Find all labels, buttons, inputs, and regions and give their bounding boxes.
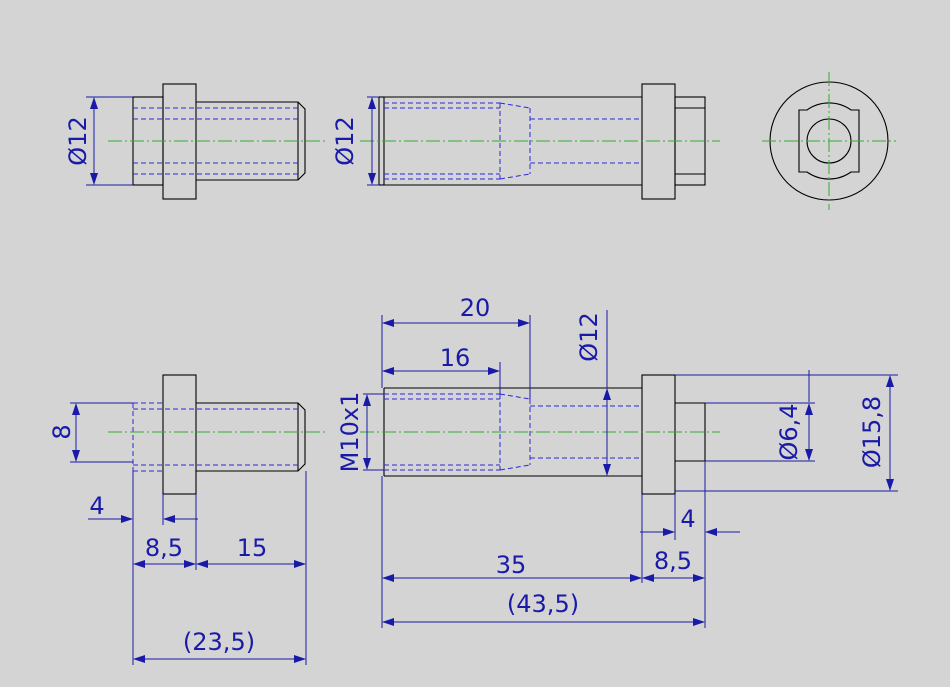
dim-8-5-right: 8,5	[654, 547, 692, 575]
top-middle-view: Ø12	[331, 83, 720, 200]
threaded-end	[196, 402, 306, 472]
collar	[162, 374, 197, 495]
dim-dia6-4: Ø6,4	[775, 403, 803, 460]
dim-20: 20	[460, 294, 491, 322]
dim-8: 8	[48, 424, 76, 439]
bottom-left-view: 8 4 8,5 15 (23,5)	[48, 374, 325, 665]
dim-dia12-left: Ø12	[64, 116, 92, 165]
dim-4-left: 4	[89, 492, 104, 520]
dim-dia12-middle: Ø12	[331, 116, 359, 165]
top-left-view: Ø12	[64, 83, 325, 200]
threaded-end	[196, 101, 306, 181]
dim-dia12-bottom: Ø12	[575, 312, 603, 361]
end-view	[762, 72, 896, 210]
collar	[641, 374, 676, 495]
bottom-right-view: 20 16 M10x1 Ø12 Ø6,4 Ø15,8 4 35 8,5	[336, 294, 898, 628]
dim-43-5: (43,5)	[507, 590, 579, 618]
dim-35: 35	[496, 551, 527, 579]
dim-8-5-left: 8,5	[145, 534, 183, 562]
dim-thread: M10x1	[336, 392, 364, 473]
dim-23-5: (23,5)	[183, 628, 255, 656]
stub	[675, 402, 706, 462]
dim-15: 15	[237, 534, 268, 562]
dim-16: 16	[440, 344, 471, 372]
dim-dia15-8: Ø15,8	[858, 396, 886, 468]
dim-4-right: 4	[680, 505, 695, 533]
flat-profile	[798, 102, 860, 180]
